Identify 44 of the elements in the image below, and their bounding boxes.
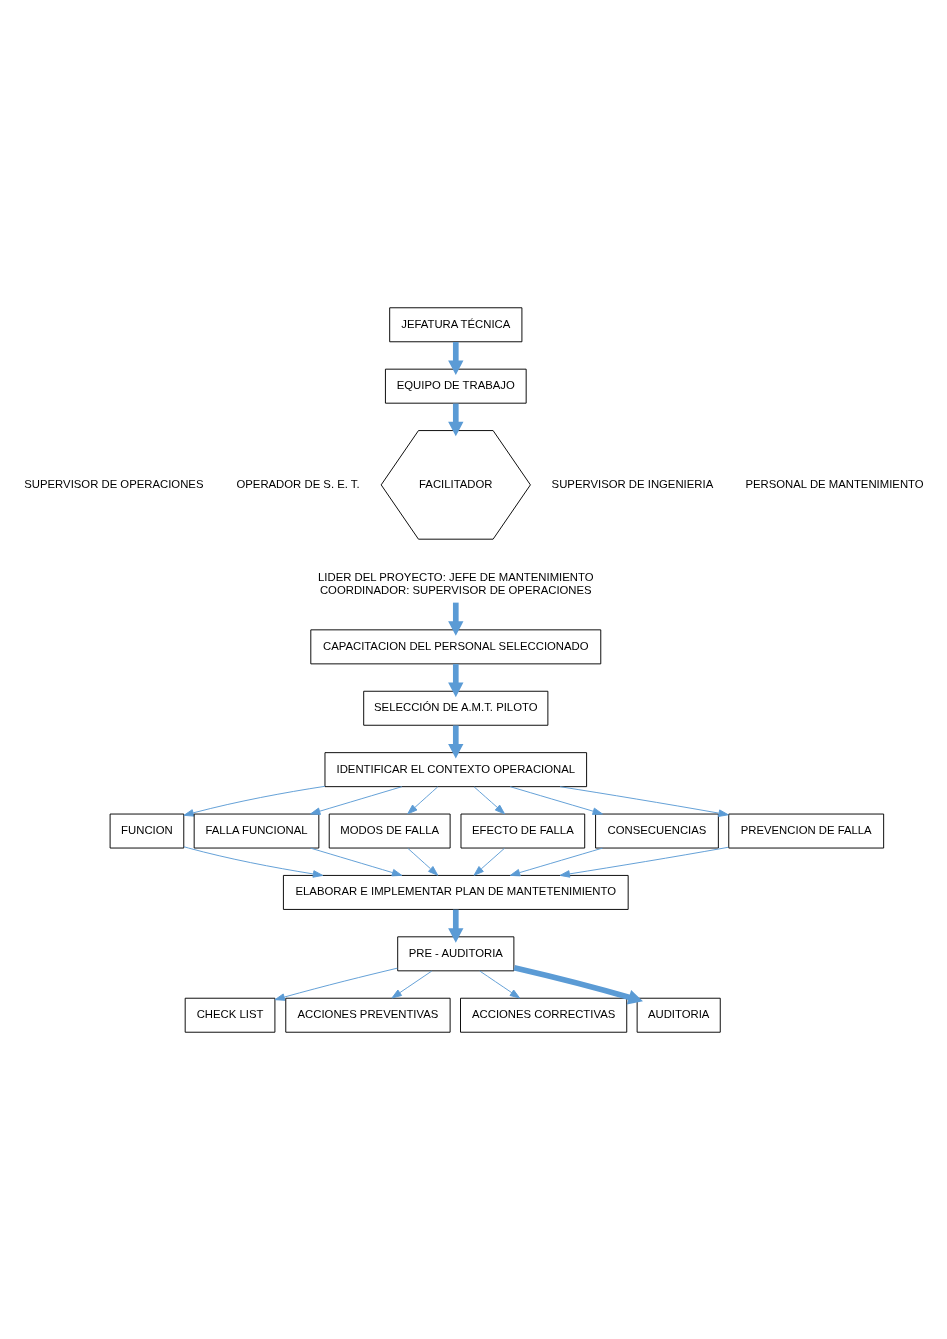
node-label: OPERADOR DE S. E. T. <box>236 477 360 490</box>
node-box: IDENTIFICAR EL CONTEXTO OPERACIONAL <box>324 751 588 787</box>
node-box: PREVENCION DE FALLA <box>728 813 885 848</box>
arrow <box>309 847 403 876</box>
node-box: AUDITORIA <box>636 997 721 1033</box>
arrow <box>509 847 603 876</box>
node-label: PERSONAL DE MANTENIMIENTO <box>745 477 924 490</box>
arrow <box>448 909 464 943</box>
node-box: CHECK LIST <box>184 997 276 1033</box>
arrow <box>310 785 403 815</box>
node-box: EFECTO DE FALLA <box>460 813 586 848</box>
arrow <box>448 341 464 375</box>
node-box: ACCIONES CORRECTIVAS <box>460 997 628 1033</box>
arrow <box>559 846 729 878</box>
arrow <box>473 785 506 814</box>
node-box: ELABORAR E IMPLEMENTAR PLAN DE MANTETENIMIENTO <box>282 874 629 910</box>
arrow <box>473 847 505 876</box>
arrow <box>407 785 439 814</box>
arrow <box>407 847 439 876</box>
node-box: CONSECUENCIAS <box>595 813 719 848</box>
arrow <box>513 964 643 1005</box>
node-box: MODOS DE FALLA <box>328 813 451 848</box>
node-box: SELECCIÓN DE A.M.T. PILOTO <box>363 690 549 726</box>
node-label: SUPERVISOR DE INGENIERIA <box>551 477 714 490</box>
arrow <box>479 970 521 998</box>
arrow <box>509 785 603 815</box>
node-box: PRE - AUDITORIA <box>397 935 515 971</box>
node-box: JEFATURA TÉCNICA <box>389 306 523 342</box>
arrow <box>448 403 464 436</box>
node-box: FUNCION <box>109 813 185 848</box>
arrow <box>183 785 326 817</box>
arrow <box>391 970 433 998</box>
node-box: FALLA FUNCIONAL <box>193 813 320 848</box>
node-label: SUPERVISOR DE OPERACIONES <box>24 477 204 490</box>
arrow <box>448 602 464 636</box>
node-text: LIDER DEL PROYECTO: JEFE DE MANTENIMIENTO COORDINADOR: SUPERVISOR DE OPERACIONES <box>318 570 594 596</box>
arrow <box>448 663 464 697</box>
node-box: ACCIONES PREVENTIVAS <box>285 997 451 1033</box>
arrow <box>183 845 324 878</box>
arrow <box>448 724 464 759</box>
node-box: EQUIPO DE TRABAJO <box>384 368 527 404</box>
arrow <box>274 967 398 1001</box>
node-box: CAPACITACION DEL PERSONAL SELECCIONADO <box>310 628 602 664</box>
arrow <box>559 785 729 817</box>
